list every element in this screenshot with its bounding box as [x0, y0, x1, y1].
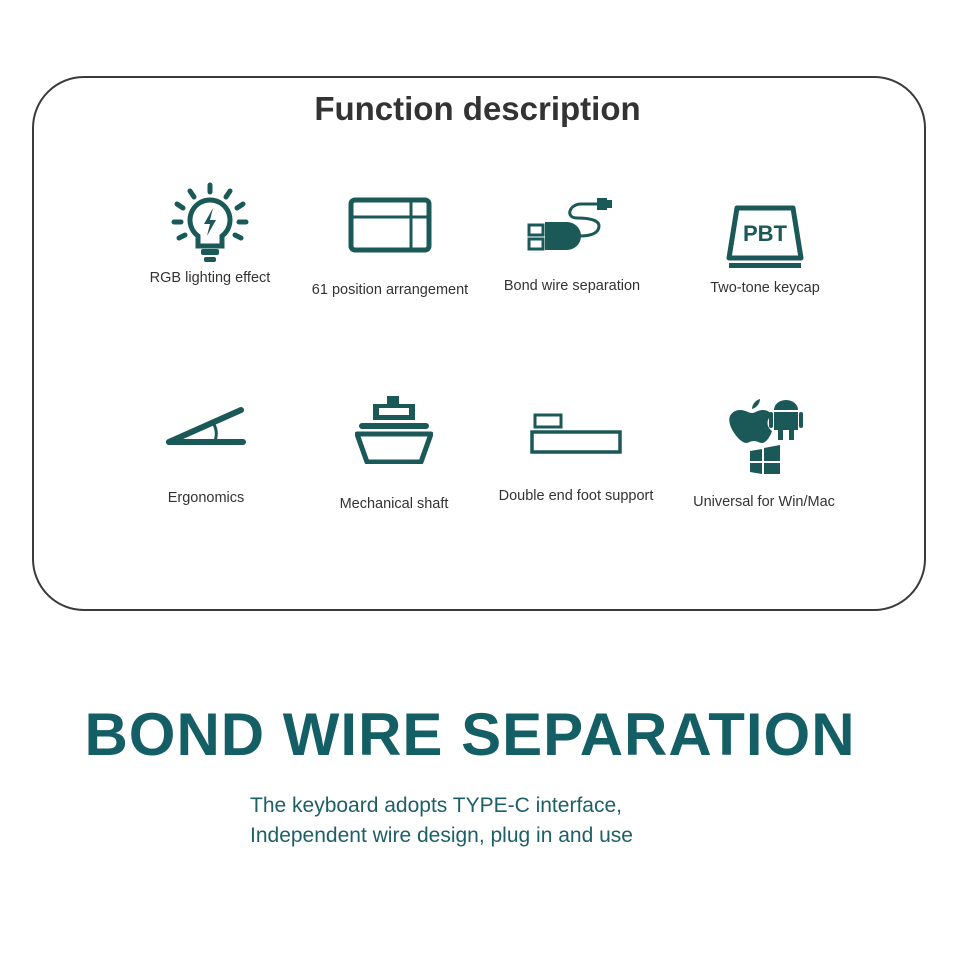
feature-label: Double end foot support: [498, 488, 654, 504]
description-line-1: The keyboard adopts TYPE-C interface,: [250, 794, 622, 817]
feature-label: Mechanical shaft: [339, 496, 449, 512]
feature-label: Bond wire separation: [503, 278, 641, 294]
feature-label: 61 position arrangement: [311, 282, 469, 298]
keyboard-layout-icon: [348, 197, 432, 253]
mechanical-switch-icon: [355, 396, 433, 464]
feature-foot: Double end foot support: [476, 412, 676, 504]
feature-label: Two-tone keycap: [710, 280, 820, 296]
headline: BOND WIRE SEPARATION: [84, 701, 856, 768]
feature-label: Universal for Win/Mac: [693, 494, 835, 510]
feature-ergonomics: Ergonomics: [106, 404, 306, 506]
feature-layout: 61 position arrangement: [290, 196, 490, 298]
description-line-2: Independent wire design, plug in and use: [250, 824, 633, 847]
usb-cable-icon: [527, 198, 612, 251]
svg-text:PBT: PBT: [743, 221, 788, 246]
feature-label: Ergonomics: [167, 490, 245, 506]
feature-cable: Bond wire separation: [472, 192, 672, 294]
pbt-keycap-icon: PBT: [726, 205, 804, 268]
feature-label: RGB lighting effect: [149, 270, 271, 286]
section-title: Function description: [314, 90, 641, 127]
feature-card: [32, 76, 926, 611]
feature-rgb: RGB lighting effect: [110, 182, 310, 286]
feature-os: Universal for Win/Mac: [664, 396, 864, 510]
lightbulb-icon: [171, 182, 249, 262]
feature-keycap: PBT Two-tone keycap: [665, 204, 865, 296]
os-compat-icon: [729, 399, 803, 474]
feature-switch: Mechanical shaft: [294, 394, 494, 512]
ergonomic-stand-icon: [166, 407, 246, 445]
foot-support-icon: [530, 413, 622, 454]
